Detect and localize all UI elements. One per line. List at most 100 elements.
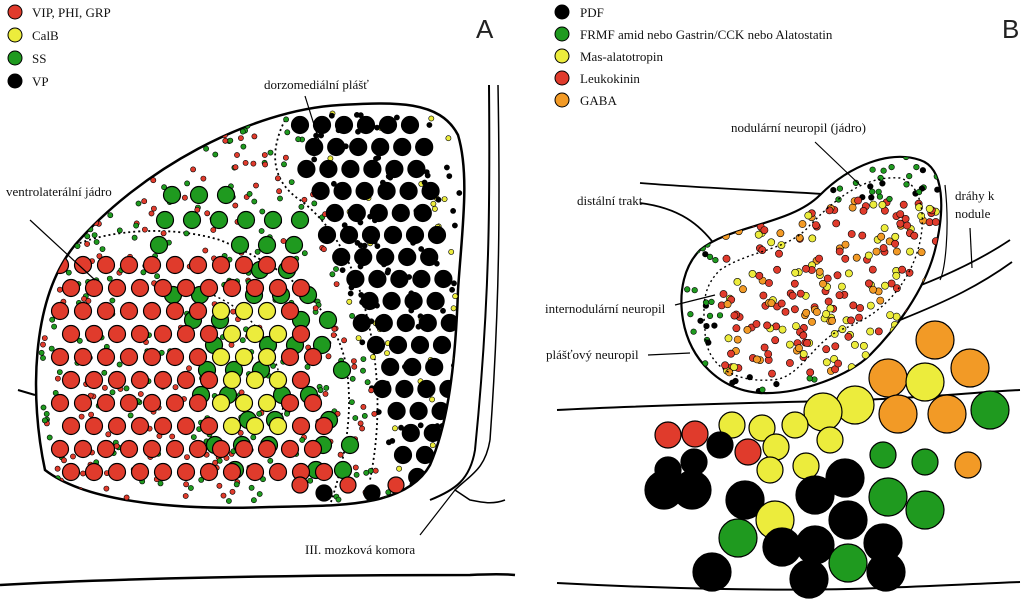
ss-cell [290, 210, 310, 230]
small-cell [84, 233, 91, 240]
pointer-paths [969, 227, 973, 269]
nodule-cell [697, 317, 704, 324]
nodule-cell [771, 336, 780, 345]
small-cell [109, 389, 116, 396]
calb-cell [268, 370, 288, 390]
nodule-cell [906, 173, 913, 180]
legend-a-label-vip: VIP, PHI, GRP [32, 5, 111, 20]
small-cell [90, 106, 97, 113]
small-cell [106, 275, 113, 282]
nodule-cell [859, 206, 868, 215]
nodule-cell [746, 374, 753, 381]
nodule-cell [756, 196, 764, 203]
vip-cell [96, 301, 116, 321]
nodule-cell [764, 350, 773, 358]
label-ventrolateral: ventrolaterální jádro [6, 184, 112, 199]
nodule-cell [731, 210, 740, 219]
nodule-cell [747, 156, 754, 160]
small-cell [141, 226, 148, 233]
small-cell [441, 196, 448, 202]
small-cell [132, 151, 139, 158]
vip-cell [280, 255, 300, 275]
nodule-cell [840, 377, 847, 384]
vp-cell [391, 203, 410, 223]
legend-a-label-ss: SS [32, 51, 46, 66]
small-cell [347, 290, 354, 297]
nodule-cell [765, 279, 773, 287]
nodule-cell [727, 349, 735, 358]
small-cell [451, 222, 458, 229]
small-cell [40, 268, 47, 275]
nodule-cell [723, 172, 730, 179]
vip-cell [84, 278, 104, 298]
small-cell [74, 224, 80, 230]
nodule-cell [903, 319, 912, 327]
nodule-cell [791, 268, 800, 277]
legend-a-label-calb: CalB [32, 28, 59, 43]
panel-a-letter: A [476, 14, 494, 44]
small-cell [220, 492, 227, 499]
nodule-cell [710, 382, 718, 389]
ss-cell [149, 235, 169, 255]
nodule-cell [803, 183, 810, 190]
small-cell [143, 141, 150, 148]
vip-cell [291, 416, 311, 436]
vip-cell [107, 416, 127, 436]
cells-panel-b-cluster [644, 320, 1010, 599]
nodule-cell [691, 287, 698, 294]
vp-cell [390, 269, 409, 289]
legend-b: PDF FRMF amid nebo Gastrin/CCK nebo Alat… [554, 4, 833, 108]
vp-cell [352, 313, 371, 333]
nodule-cell [860, 341, 868, 350]
small-cell [97, 160, 104, 167]
small-cell [262, 161, 268, 168]
nodule-cell [733, 335, 742, 344]
small-cell [359, 339, 366, 346]
small-cell [274, 175, 281, 182]
tissue-edge-left [17, 389, 36, 396]
small-cell [141, 198, 148, 205]
small-cell [360, 356, 367, 362]
cluster-cell [795, 525, 835, 565]
nodule-cell [719, 290, 728, 298]
small-cell [69, 145, 75, 152]
nodule-cell [690, 328, 697, 335]
nodule-cell [899, 200, 908, 209]
small-cell [359, 425, 365, 432]
nodule-cell [876, 193, 884, 200]
nodule-cell [866, 327, 875, 336]
pointer-internodular [674, 294, 716, 306]
small-cell [56, 128, 63, 134]
small-cell [449, 286, 455, 293]
small-cell [70, 453, 76, 460]
pointer-nodular [814, 141, 861, 186]
nodule-cell [931, 218, 940, 226]
small-cell [452, 105, 458, 112]
small-cell [82, 151, 89, 158]
vp-cell [366, 335, 386, 355]
ss-cell [333, 460, 353, 480]
nodule-cell [738, 191, 745, 198]
nodule-cell [736, 168, 744, 175]
nodule-cell [721, 361, 729, 370]
vip-cell [314, 416, 334, 436]
small-cell [295, 136, 302, 143]
nodule-cell [806, 368, 815, 377]
small-cell [140, 269, 147, 276]
small-cell [259, 208, 266, 215]
vip-cell [153, 278, 173, 298]
small-cell [41, 417, 48, 424]
small-cell [339, 267, 346, 273]
vip-cell [61, 278, 81, 298]
nodule-cell [847, 316, 855, 325]
small-cell [325, 353, 332, 360]
nodule-cell [830, 329, 839, 338]
small-cell [135, 200, 142, 207]
legend-a-swatch-red [7, 4, 23, 20]
small-cell [190, 135, 196, 142]
vip-cell [222, 462, 242, 482]
vip-cell [153, 324, 173, 344]
nodule-cell [689, 364, 697, 372]
vip-cell [268, 462, 288, 482]
